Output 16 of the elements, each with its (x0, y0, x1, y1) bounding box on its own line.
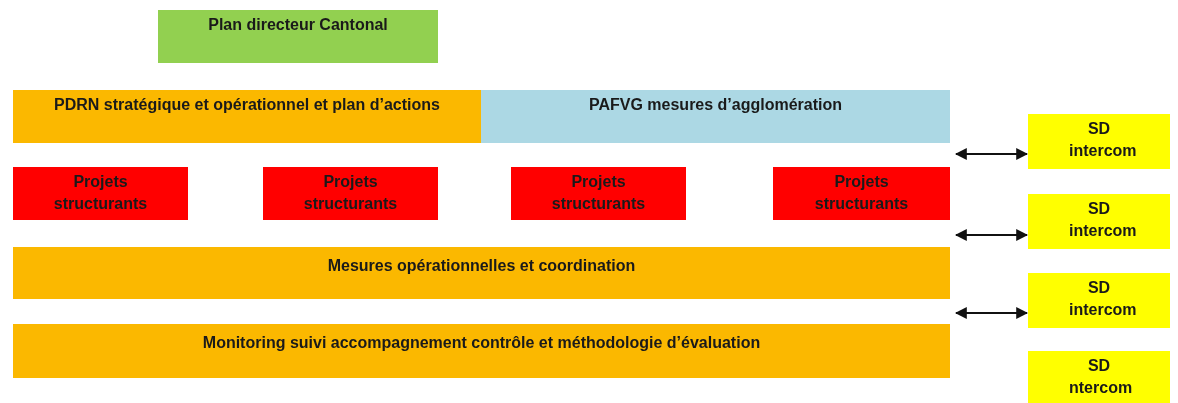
sd-box: SD intercom (1028, 114, 1170, 169)
sd-box: SD intercom (1028, 273, 1170, 328)
sd-box: SD intercom (1028, 194, 1170, 249)
monitoring-band: Monitoring suivi accompagnement contrôle et méthodologie d’évaluation (13, 324, 950, 378)
project-box: Projets structurants (263, 167, 438, 220)
sd-box: SD ntercom (1028, 351, 1170, 403)
double-arrow (954, 148, 1029, 160)
measures-band: Mesures opérationnelles et coordination (13, 247, 950, 299)
project-box: Projets structurants (13, 167, 188, 220)
measures-box: PAFVG mesures d’agglomération (481, 90, 950, 143)
double-arrow (954, 307, 1029, 319)
plan-box: Plan directeur Cantonal (158, 10, 438, 63)
double-arrow (954, 229, 1029, 241)
project-box: Projets structurants (773, 167, 950, 220)
plan-box: PDRN stratégique et opérationnel et plan d’actions (13, 90, 481, 143)
project-box: Projets structurants (511, 167, 686, 220)
